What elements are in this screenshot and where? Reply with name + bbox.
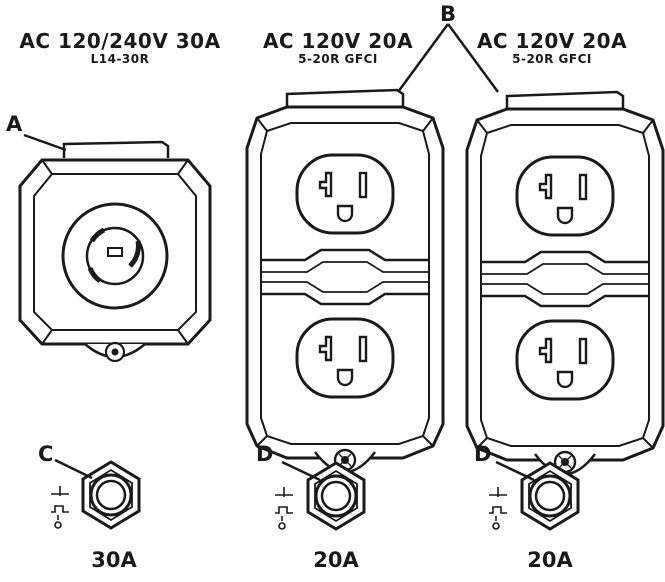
callout-leaders xyxy=(23,23,535,482)
breaker-label-20a-right: 20A xyxy=(527,548,573,572)
header-l14-30r: AC 120/240V 30A L14-30R xyxy=(10,30,230,66)
header-gfci-right: AC 120V 20A 5-20R GFCI xyxy=(452,30,652,66)
callout-b: B xyxy=(440,2,457,26)
header-gfci-left-type: 5-20R GFCI xyxy=(298,52,378,66)
header-l14-30r-rating: AC 120/240V 30A xyxy=(19,29,221,53)
l14-30r-outlet[interactable] xyxy=(18,140,212,363)
breaker-label-30a: 30A xyxy=(91,548,137,572)
breaker-symbol-icon xyxy=(274,486,294,530)
callout-c: C xyxy=(38,442,54,466)
breaker-label-20a-left: 20A xyxy=(313,548,359,572)
callout-a: A xyxy=(6,112,23,136)
callout-d-right: D xyxy=(474,442,492,466)
header-l14-30r-type: L14-30R xyxy=(90,52,150,66)
breaker-30a[interactable] xyxy=(81,460,141,530)
gfci-outlet-left[interactable] xyxy=(247,90,443,472)
breaker-symbol-icon xyxy=(50,485,70,529)
callout-d-left: D xyxy=(256,442,274,466)
breaker-20a-left[interactable] xyxy=(306,461,366,531)
header-gfci-right-rating: AC 120V 20A xyxy=(476,29,628,53)
header-gfci-right-type: 5-20R GFCI xyxy=(512,52,592,66)
gfci-outlet-right[interactable] xyxy=(467,92,663,474)
breaker-symbol-icon xyxy=(488,486,508,530)
header-gfci-left: AC 120V 20A 5-20R GFCI xyxy=(238,30,438,66)
header-gfci-left-rating: AC 120V 20A xyxy=(262,29,414,53)
